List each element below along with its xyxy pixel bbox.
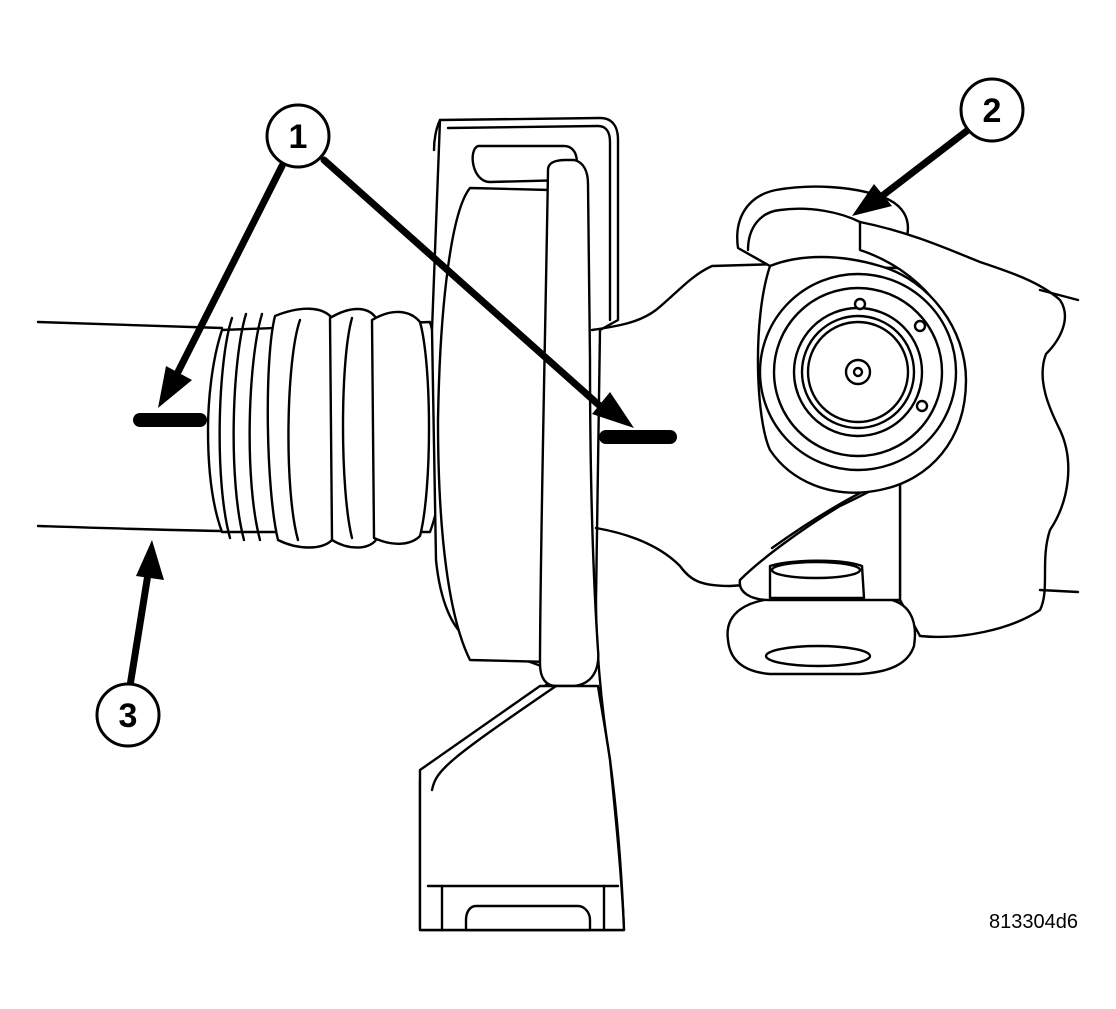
callout-1: 1 bbox=[265, 103, 331, 169]
figure-reference-code: 813304d6 bbox=[989, 911, 1078, 933]
center-bearing-bracket bbox=[418, 116, 626, 932]
slip-yoke-shaft bbox=[590, 262, 782, 588]
callout-1-label: 1 bbox=[289, 118, 308, 156]
universal-joint bbox=[726, 185, 1080, 676]
arrowhead-2 bbox=[852, 184, 892, 216]
arrowhead-1b bbox=[592, 392, 634, 428]
callout-2-label: 2 bbox=[983, 92, 1002, 130]
callout-2: 2 bbox=[959, 77, 1025, 143]
arrowhead-3 bbox=[136, 540, 164, 580]
index-marks bbox=[133, 413, 677, 444]
arrowhead-1a bbox=[158, 366, 192, 408]
callout-3-label: 3 bbox=[119, 697, 138, 735]
leader-arrows bbox=[126, 126, 972, 690]
rubber-boot bbox=[206, 307, 446, 549]
callout-3: 3 bbox=[95, 682, 161, 748]
